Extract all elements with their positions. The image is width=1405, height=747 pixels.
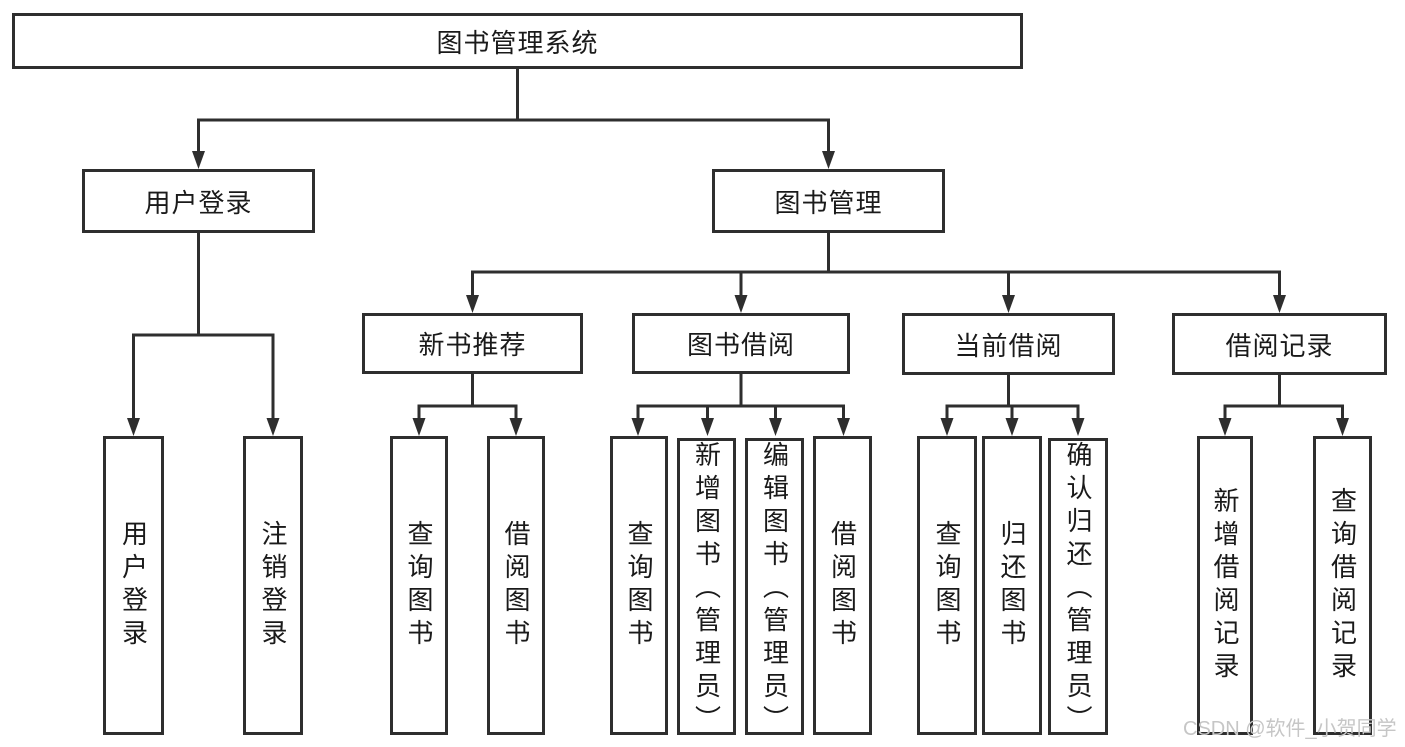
leaf-return-books: 归还图书 [982,436,1042,735]
leaf-borrow-books-recommend: 借阅图书 [487,436,545,735]
leaf-confirm-return-admin: 确认归还（管理员） [1048,438,1108,738]
arrow-icon [1005,418,1019,436]
connector-root-to-level2 [197,68,830,152]
arrow-icon [769,418,782,436]
arrow-icon [734,295,748,313]
leaf-user-login: 用户登录 [103,436,164,735]
node-book-management-branch: 图书管理 [712,169,945,233]
arrow-icon [837,418,850,436]
node-borrowing-records: 借阅记录 [1172,313,1387,375]
connector-current-to-leaves [945,373,1080,420]
arrow-icon [192,151,205,169]
arrow-icon [940,418,954,436]
arrow-icon [509,418,523,436]
arrow-icon [266,418,280,436]
leaf-add-borrow-record: 新增借阅记录 [1197,436,1253,735]
arrow-icon [701,418,714,436]
leaf-edit-books-admin: 编辑图书（管理员） [745,438,804,738]
arrow-icon [1071,418,1085,436]
arrow-icon [631,418,645,436]
connector-borrowing-to-leaves [636,373,845,420]
arrow-icon [1002,295,1015,313]
node-root-system: 图书管理系统 [12,13,1023,69]
connector-records-to-leaves [1223,373,1344,420]
arrowheads [127,151,1349,436]
arrow-icon [466,295,479,313]
arrow-icon [1218,418,1232,436]
csdn-watermark: CSDN @软件_小贺同学 [1183,718,1397,740]
arrow-icon [822,151,835,169]
leaf-add-books-admin: 新增图书（管理员） [677,438,736,738]
node-book-borrowing: 图书借阅 [632,313,850,374]
leaf-logout: 注销登录 [243,436,303,735]
leaf-query-borrow-record: 查询借阅记录 [1313,436,1372,735]
connector-bookmgmt-to-level3 [471,232,1281,296]
connector-userlogin-to-leaves [132,232,275,420]
arrow-icon [1273,295,1286,313]
node-current-borrowing: 当前借阅 [902,313,1115,375]
node-user-login-branch: 用户登录 [82,169,315,233]
leaf-query-books-recommend: 查询图书 [390,436,448,735]
arrow-icon [412,418,426,436]
leaf-query-books-borrowing: 查询图书 [610,436,668,735]
leaf-borrow-books: 借阅图书 [813,436,872,735]
node-new-book-recommendation: 新书推荐 [362,313,583,374]
arrow-icon [127,418,140,436]
leaf-query-books-current: 查询图书 [917,436,977,735]
arrow-icon [1336,418,1349,436]
connector-newbooks-to-leaves [417,373,518,420]
